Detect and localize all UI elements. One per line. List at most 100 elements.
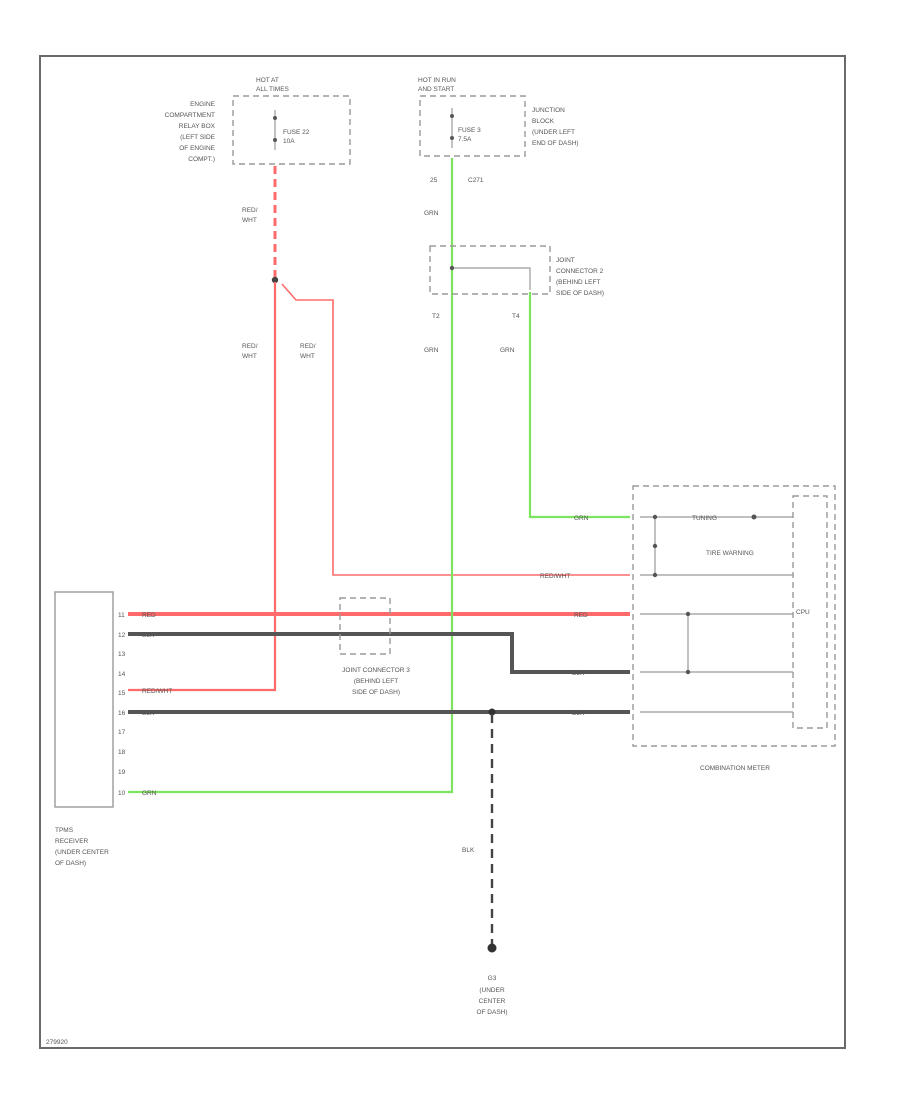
red-wires bbox=[128, 166, 630, 692]
label-line: CONNECTOR 2 bbox=[556, 268, 604, 275]
green-wires bbox=[128, 158, 630, 794]
wire-label-red-wht-2: RED/WHT bbox=[242, 343, 258, 360]
fuse-3-terminal-bottom bbox=[450, 136, 454, 140]
tpms-pin-10: 10 bbox=[118, 790, 126, 797]
wire-label-grn-1: GRN bbox=[424, 210, 439, 217]
label-line: WHT bbox=[242, 353, 257, 360]
label-line: OF DASH) bbox=[476, 1009, 507, 1016]
label-line: (UNDER LEFT bbox=[532, 129, 575, 136]
joint-connector-2-outline bbox=[429, 245, 551, 295]
joint-2-pin-t2: T2 bbox=[432, 313, 440, 320]
label-line: (BEHIND LEFT bbox=[556, 279, 600, 286]
diagram-id: 279920 bbox=[46, 1039, 68, 1046]
black-wires bbox=[128, 632, 630, 953]
label-line: RED/ bbox=[300, 343, 316, 350]
cpu-outline bbox=[792, 495, 828, 729]
diode-label: TUNING bbox=[692, 515, 717, 522]
tpms-pin-16: 16 bbox=[118, 710, 126, 717]
label-line: FUSE 3 bbox=[458, 127, 481, 134]
wire-label-blk-meter-2: BLK bbox=[572, 710, 585, 717]
wire-label-red-meter: RED bbox=[574, 612, 588, 619]
combination-meter-label: COMBINATION METER bbox=[700, 765, 770, 772]
label-line: WHT bbox=[242, 217, 257, 224]
blk-splice bbox=[488, 708, 496, 716]
connector-labels: 25 C271 bbox=[430, 177, 484, 184]
wire-label-red-wht-3: RED/WHT bbox=[300, 343, 316, 360]
wire-label-grn-meter: GRN bbox=[574, 515, 589, 522]
tpms-pin-15: 15 bbox=[118, 690, 126, 697]
label-line: JOINT CONNECTOR 3 bbox=[342, 667, 410, 674]
red-wht-splice bbox=[271, 276, 279, 284]
grn-wire-to-meter bbox=[528, 292, 630, 519]
label-line: BLOCK bbox=[532, 118, 555, 125]
tpms-receiver-body bbox=[54, 591, 114, 808]
tpms-pin-18: 18 bbox=[118, 749, 126, 756]
wire-label-blk-tpms-2: BLK bbox=[142, 710, 155, 717]
wire-label-blk-meter-1: BLK bbox=[572, 670, 585, 677]
meter-node-3 bbox=[652, 543, 658, 549]
joint-connector-3-outline bbox=[339, 597, 391, 655]
label-line: JUNCTION bbox=[532, 107, 565, 114]
meter-node-5 bbox=[685, 669, 691, 675]
tpms-pin-19: 19 bbox=[118, 769, 126, 776]
wire-labels: RED/WHT RED/WHT RED/WHT GRN GRN GRN GRN … bbox=[142, 207, 589, 854]
joint-connector-2-label: JOINT CONNECTOR 2 (BEHIND LEFT SIDE OF DASH… bbox=[556, 257, 604, 297]
fuse-22-terminal-top bbox=[273, 116, 277, 120]
label-line: COMPT.) bbox=[188, 156, 215, 163]
wire-label-grn-tpms: GRN bbox=[142, 790, 157, 797]
wire-label-blk-ground: BLK bbox=[462, 847, 475, 854]
junction-block-outline bbox=[419, 95, 526, 157]
label-line: (UNDER CENTER bbox=[55, 849, 109, 856]
label-line: (UNDER bbox=[479, 987, 505, 994]
joint-connector-2: JOINT CONNECTOR 2 (BEHIND LEFT SIDE OF DASH… bbox=[429, 245, 604, 320]
junction-block-location-label: JUNCTION BLOCK (UNDER LEFT END OF DASH) bbox=[532, 107, 579, 147]
label-line: AND START bbox=[418, 86, 454, 93]
tpms-pin-12: 12 bbox=[118, 632, 126, 639]
ground-point bbox=[487, 943, 497, 953]
pin-25-label: 25 bbox=[430, 177, 438, 184]
label-line: JOINT bbox=[556, 257, 575, 264]
grn-wire-main bbox=[128, 158, 454, 794]
joint-connector-2-bus bbox=[452, 267, 531, 290]
label-line: OF DASH) bbox=[55, 860, 86, 867]
label-line: SIDE OF DASH) bbox=[556, 290, 604, 297]
label-line: TPMS bbox=[55, 827, 74, 834]
combination-meter: CPU TUNING TIRE WARNING COMBINATION METE… bbox=[632, 485, 836, 772]
label-line: RELAY BOX bbox=[179, 123, 216, 130]
label-line: ALL TIMES bbox=[256, 86, 290, 93]
wire-label-red-wht-1: RED/WHT bbox=[242, 207, 258, 224]
label-line: RED/ bbox=[242, 343, 258, 350]
relay-box-outline bbox=[232, 95, 351, 165]
label-line: RECEIVER bbox=[55, 838, 89, 845]
fuse-22-terminal-bottom bbox=[273, 138, 277, 142]
label-line: HOT IN RUN bbox=[418, 77, 456, 84]
wire-label-grn-2: GRN bbox=[424, 347, 439, 354]
tpms-pin-13: 13 bbox=[118, 651, 126, 658]
wire-label-red-tpms: RED bbox=[142, 612, 156, 619]
combination-meter-outline bbox=[632, 485, 836, 747]
tire-warning-label: TIRE WARNING bbox=[706, 550, 754, 557]
wire-label-red-wht-meter: RED/WHT bbox=[540, 573, 570, 580]
label-line: (LEFT SIDE bbox=[180, 134, 216, 141]
label-line: END OF DASH) bbox=[532, 140, 579, 147]
tpms-pin-14: 14 bbox=[118, 671, 126, 678]
label-line: (BEHIND LEFT bbox=[354, 678, 398, 685]
label-line: ENGINE bbox=[190, 101, 216, 108]
diode-node bbox=[751, 514, 757, 520]
wire-label-blk-tpms-1: BLK bbox=[142, 632, 155, 639]
fuse-3-terminal-top bbox=[450, 114, 454, 118]
tpms-receiver-label: TPMS RECEIVER (UNDER CENTER OF DASH) bbox=[55, 827, 109, 867]
hot-in-run-label: HOT IN RUN AND START bbox=[418, 77, 456, 93]
